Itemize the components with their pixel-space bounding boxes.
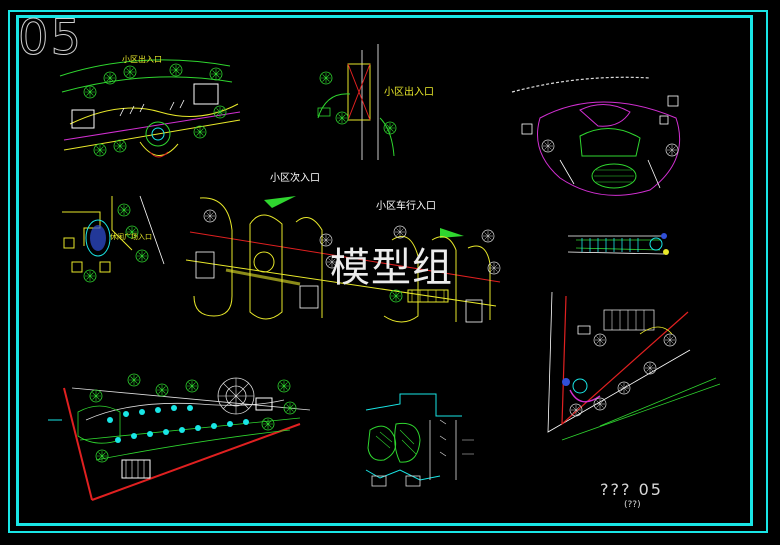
plan-linear-entrance [567, 233, 669, 255]
plan-linear-park [63, 373, 311, 501]
label-secondary-entrance: 小区次入口 [270, 173, 320, 184]
sheet-border-inner [16, 15, 753, 526]
plan-corner-garden [547, 291, 721, 441]
title-block-subtitle: (??) [624, 500, 641, 510]
plan-building-courtyard [365, 393, 474, 487]
title-block-title: ??? 05 [600, 480, 663, 499]
watermark-text: 模型组 [330, 245, 453, 291]
plan-leisure-plaza-entrance [62, 195, 165, 283]
plan-circular-plaza [511, 76, 681, 196]
plan-entrance-plaza-1 [59, 59, 241, 158]
label-leisure-entrance: 休闲广场入口 [110, 233, 152, 241]
label-vehicle-entrance: 小区车行入口 [376, 201, 436, 212]
plan-pedestrian-entrance [317, 44, 397, 160]
sheet-border-outer [8, 10, 768, 533]
label-entrance-plan2: 小区出入口 [384, 87, 434, 98]
sheet-number: 05 [17, 10, 84, 66]
plan-vehicle-entrance [185, 196, 501, 323]
label-entrance-plan1: 小区出入口 [122, 55, 162, 64]
